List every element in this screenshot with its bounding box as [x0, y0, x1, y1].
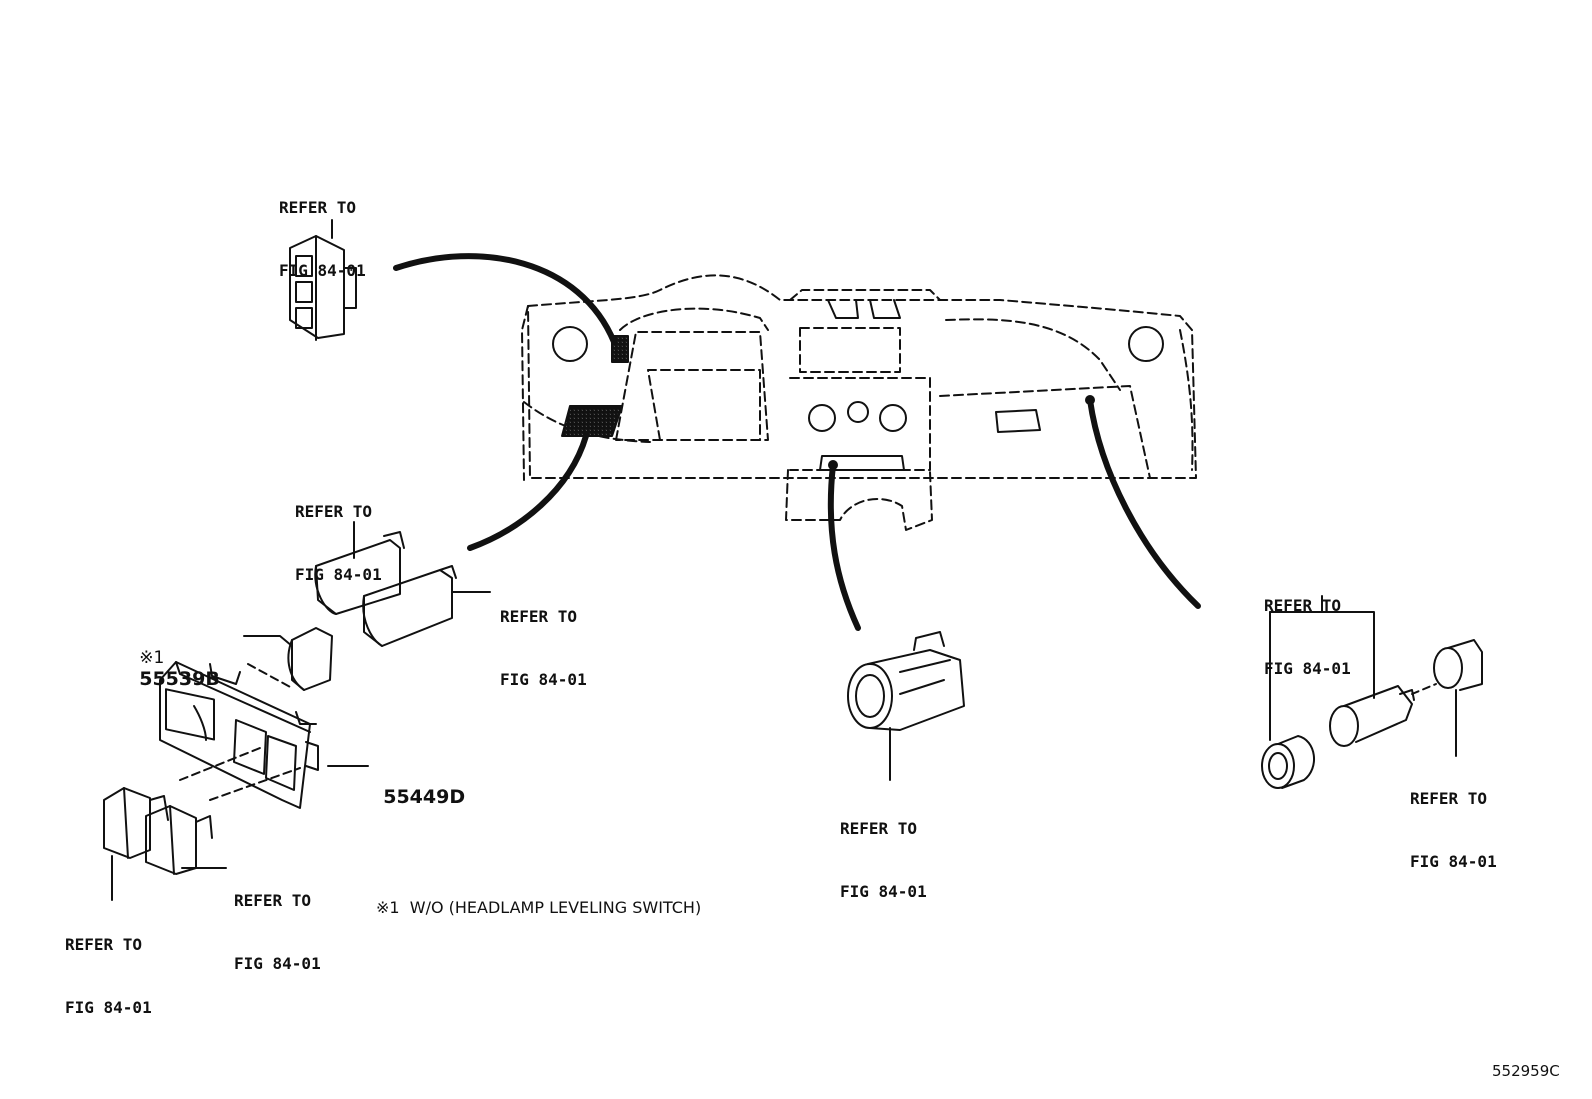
refer-label-line2: FIG 84-01 [295, 565, 382, 584]
refer-label-line1: REFER TO [840, 819, 918, 838]
part-number-text: 55449D [383, 786, 466, 808]
refer-label-lighter-ring: REFER TO FIG 84-01 [1410, 746, 1497, 893]
part-number-text: 55539B [139, 668, 220, 690]
refer-label-twin-switch-right: REFER TO FIG 84-01 [500, 564, 587, 711]
refer-label-line1: REFER TO [65, 935, 143, 954]
refer-label-line1: REFER TO [279, 198, 357, 217]
cigarette-lighter [1261, 595, 1483, 789]
leader-curves [393, 253, 1201, 631]
note-mark: ※1 [139, 648, 165, 668]
refer-label-small-switch-right: REFER TO FIG 84-01 [234, 848, 321, 995]
refer-label-line1: REFER TO [234, 891, 312, 910]
refer-label-line1: REFER TO [1410, 789, 1488, 808]
instrument-panel-solid-details [552, 299, 1164, 471]
refer-label-line1: REFER TO [295, 502, 373, 521]
refer-label-top-switch: REFER TO FIG 84-01 [279, 155, 366, 302]
refer-label-lighter: REFER TO FIG 84-01 [1264, 553, 1351, 700]
refer-label-socket: REFER TO FIG 84-01 [840, 776, 927, 923]
refer-label-line1: REFER TO [500, 607, 578, 626]
part-number-55449D: 55449D [370, 764, 465, 808]
small-switches [103, 787, 227, 901]
power-outlet-socket [847, 631, 965, 781]
refer-label-line2: FIG 84-01 [65, 998, 152, 1017]
refer-label-line1: REFER TO [1264, 596, 1342, 615]
twin-switches [314, 521, 491, 647]
refer-label-line2: FIG 84-01 [1410, 852, 1497, 871]
bezel-assembly [159, 627, 369, 809]
diagram-id: 552959C [1492, 1062, 1560, 1080]
refer-label-small-switch-left: REFER TO FIG 84-01 [65, 892, 152, 1039]
combination-switch [289, 219, 357, 341]
refer-label-line2: FIG 84-01 [1264, 659, 1351, 678]
refer-label-twin-switch-left: REFER TO FIG 84-01 [295, 459, 382, 606]
refer-label-line2: FIG 84-01 [840, 882, 927, 901]
part-number-55539B: ※1 55539B [126, 624, 220, 690]
footnote: ※1 W/O (HEADLAMP LEVELING SWITCH) [376, 898, 702, 917]
instrument-panel [521, 274, 1197, 531]
refer-label-line2: FIG 84-01 [500, 670, 587, 689]
refer-label-line2: FIG 84-01 [279, 261, 366, 280]
refer-label-line2: FIG 84-01 [234, 954, 321, 973]
